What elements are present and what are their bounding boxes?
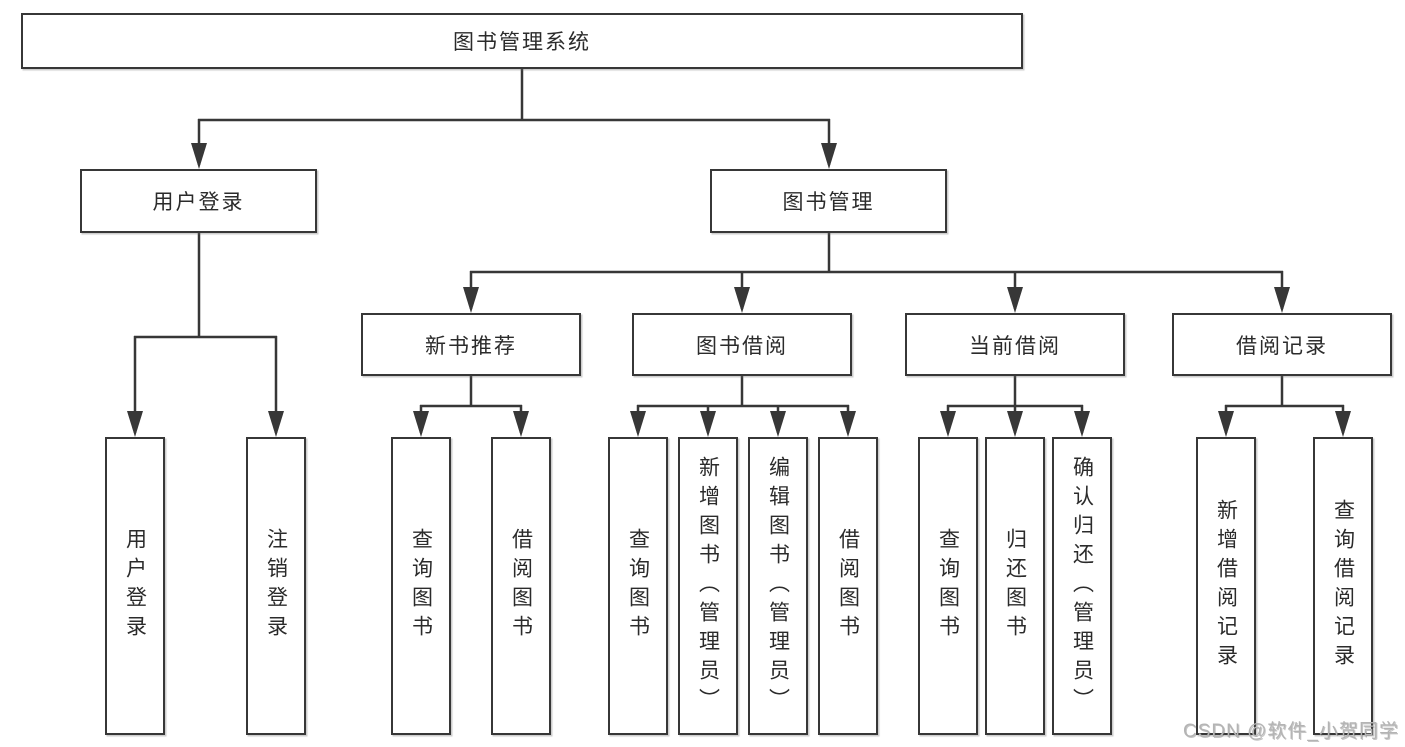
watermark: CSDN @软件_小贺同学 bbox=[1183, 721, 1399, 742]
arrowhead-icon bbox=[1074, 411, 1090, 437]
leaf-confirm-return-admin: 确认归还（管理员） bbox=[1052, 437, 1112, 735]
node-label: 查询图书 bbox=[409, 528, 433, 644]
node-label: 查询图书 bbox=[936, 528, 960, 644]
leaf-logout: 注销登录 bbox=[246, 437, 306, 735]
connector-current-borrowing bbox=[940, 376, 1090, 437]
node-label: 用户登录 bbox=[123, 528, 147, 644]
node-label: 新增借阅记录 bbox=[1214, 499, 1238, 673]
node-label: 图书管理系统 bbox=[453, 31, 591, 54]
leaf-borrow-books: 借阅图书 bbox=[818, 437, 878, 735]
node-label: 编辑图书（管理员） bbox=[766, 455, 790, 717]
arrowhead-icon bbox=[700, 411, 716, 437]
arrowhead-icon bbox=[1274, 287, 1290, 313]
arrowhead-icon bbox=[940, 411, 956, 437]
arrowhead-icon bbox=[630, 411, 646, 437]
node-label: 查询借阅记录 bbox=[1331, 499, 1355, 673]
arrowhead-icon bbox=[1007, 287, 1023, 313]
connector-book-management bbox=[463, 233, 1290, 313]
leaf-query-borrow-record: 查询借阅记录 bbox=[1313, 437, 1373, 735]
arrowhead-icon bbox=[1218, 411, 1234, 437]
node-label: 新增图书（管理员） bbox=[696, 455, 720, 717]
leaf-query-books-current: 查询图书 bbox=[918, 437, 978, 735]
node-label: 图书借阅 bbox=[696, 334, 788, 358]
node-book-borrowing: 图书借阅 bbox=[632, 313, 852, 376]
leaf-user-login: 用户登录 bbox=[105, 437, 165, 735]
connector-root bbox=[191, 69, 837, 169]
arrowhead-icon bbox=[268, 411, 284, 437]
node-user-login: 用户登录 bbox=[80, 169, 317, 233]
leaf-query-books-recommend: 查询图书 bbox=[391, 437, 451, 735]
connector-borrow-records bbox=[1218, 376, 1351, 437]
arrowhead-icon bbox=[513, 411, 529, 437]
node-label: 新书推荐 bbox=[425, 334, 517, 358]
arrowhead-icon bbox=[463, 287, 479, 313]
arrowhead-icon bbox=[1007, 411, 1023, 437]
node-book-management: 图书管理 bbox=[710, 169, 947, 233]
arrowhead-icon bbox=[1335, 411, 1351, 437]
connector-book-borrowing bbox=[630, 376, 856, 437]
node-label: 注销登录 bbox=[264, 528, 288, 644]
node-borrow-records: 借阅记录 bbox=[1172, 313, 1392, 376]
node-label: 图书管理 bbox=[782, 191, 875, 214]
node-new-book-recommend: 新书推荐 bbox=[361, 313, 581, 376]
connector-new-book-recommend bbox=[413, 376, 529, 437]
node-label: 确认归还（管理员） bbox=[1070, 455, 1094, 717]
arrowhead-icon bbox=[413, 411, 429, 437]
node-label: 归还图书 bbox=[1003, 528, 1027, 644]
leaf-return-books: 归还图书 bbox=[985, 437, 1045, 735]
node-label: 借阅图书 bbox=[836, 528, 860, 644]
leaf-add-book-admin: 新增图书（管理员） bbox=[678, 437, 738, 735]
leaf-add-borrow-record: 新增借阅记录 bbox=[1196, 437, 1256, 735]
arrowhead-icon bbox=[770, 411, 786, 437]
arrowhead-icon bbox=[734, 287, 750, 313]
arrowhead-icon bbox=[840, 411, 856, 437]
node-label: 当前借阅 bbox=[969, 334, 1061, 358]
node-label: 查询图书 bbox=[626, 528, 650, 644]
arrowhead-icon bbox=[127, 411, 143, 437]
leaf-query-books-borrowing: 查询图书 bbox=[608, 437, 668, 735]
leaf-edit-book-admin: 编辑图书（管理员） bbox=[748, 437, 808, 735]
connector-user-login bbox=[127, 233, 284, 437]
arrowhead-icon bbox=[821, 143, 837, 169]
node-current-borrowing: 当前借阅 bbox=[905, 313, 1125, 376]
leaf-borrow-books-recommend: 借阅图书 bbox=[491, 437, 551, 735]
node-label: 借阅记录 bbox=[1236, 334, 1328, 358]
node-label: 借阅图书 bbox=[509, 528, 533, 644]
arrowhead-icon bbox=[191, 143, 207, 169]
node-label: 用户登录 bbox=[152, 191, 245, 214]
node-library-system: 图书管理系统 bbox=[21, 13, 1023, 69]
